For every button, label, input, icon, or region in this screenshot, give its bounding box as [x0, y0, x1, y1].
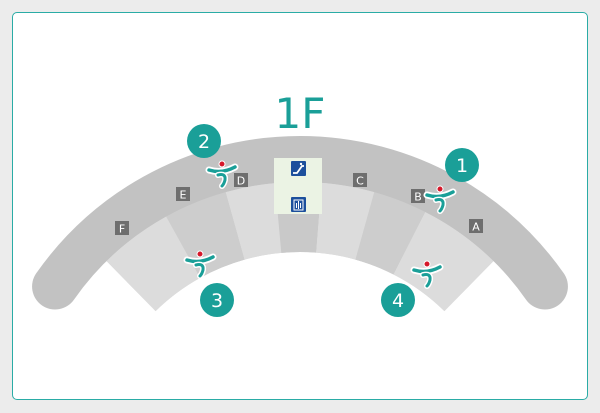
bank-logo-icon[interactable]	[410, 260, 444, 289]
terminal-section	[166, 192, 245, 278]
gate-label-e[interactable]: E	[176, 187, 190, 202]
svg-text:B: B	[414, 191, 422, 204]
gate-label-f[interactable]: F	[115, 221, 129, 236]
location-marker-2[interactable]: 2	[187, 124, 221, 158]
location-marker-4[interactable]: 4	[381, 283, 415, 317]
terminal-section	[393, 212, 494, 312]
gate-label-c[interactable]: C	[353, 173, 367, 188]
escalator-icon[interactable]	[291, 161, 306, 176]
svg-text:2: 2	[198, 131, 210, 153]
elevator-icon[interactable]	[291, 197, 306, 212]
terminal-section	[355, 192, 426, 275]
svg-text:A: A	[472, 221, 480, 234]
bank-logo-icon[interactable]	[423, 185, 457, 214]
bank-logo-icon[interactable]	[205, 160, 239, 189]
floor-label: 1F	[275, 89, 326, 138]
location-marker-1[interactable]: 1	[445, 148, 479, 182]
svg-text:1: 1	[456, 155, 468, 177]
gate-label-a[interactable]: A	[469, 219, 483, 234]
terminal-section	[225, 183, 282, 260]
svg-text:E: E	[180, 189, 187, 202]
svg-text:4: 4	[392, 290, 404, 312]
location-marker-3[interactable]: 3	[200, 283, 234, 317]
svg-text:C: C	[356, 175, 364, 188]
bank-logo-icon[interactable]	[183, 250, 217, 279]
svg-text:D: D	[237, 175, 245, 188]
terminal-section	[106, 216, 201, 312]
svg-text:F: F	[119, 223, 125, 236]
gate-label-d[interactable]: D	[234, 173, 248, 188]
gate-label-b[interactable]: B	[411, 189, 425, 204]
terminal-section	[316, 182, 375, 260]
svg-text:3: 3	[211, 290, 223, 312]
